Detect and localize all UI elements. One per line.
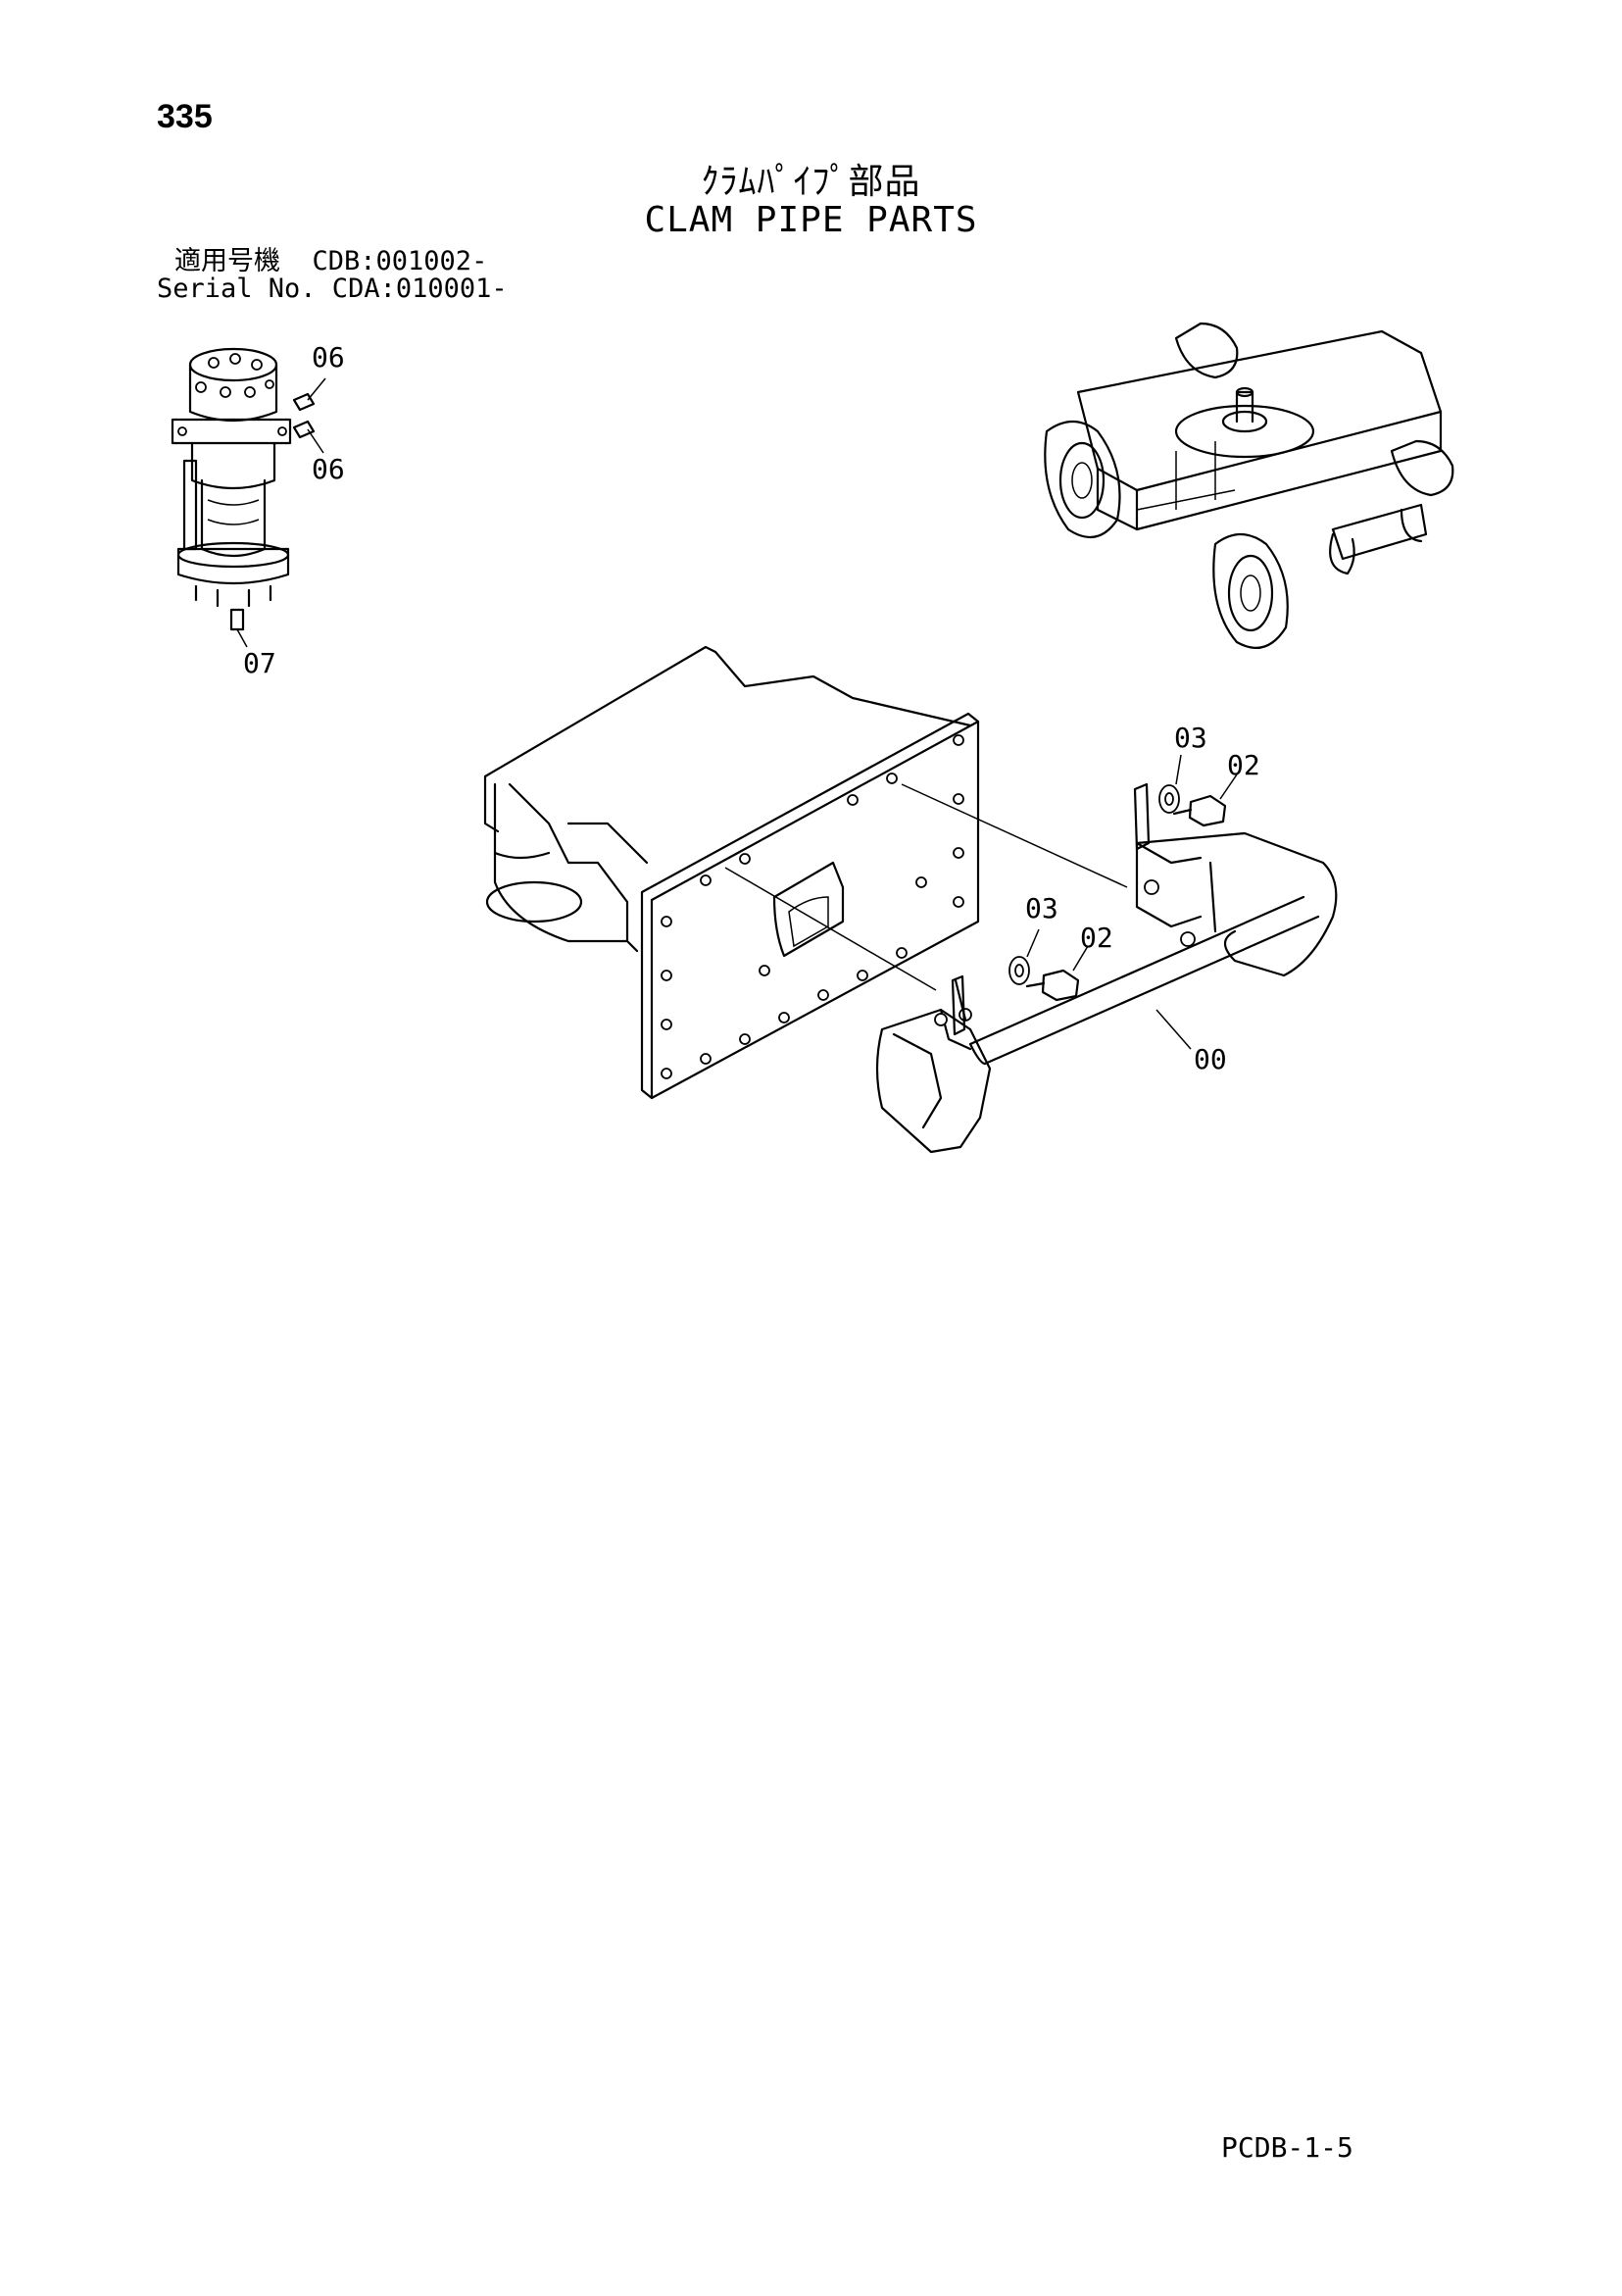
callout-02-lower: 02 bbox=[1080, 922, 1113, 954]
callout-00: 00 bbox=[1194, 1043, 1227, 1075]
main-frame-drawing bbox=[483, 645, 980, 1100]
page-number: 335 bbox=[157, 98, 213, 135]
clam-pipe-drawing bbox=[724, 754, 1338, 1154]
undercarriage-overview-drawing bbox=[1044, 322, 1454, 649]
callout-02-upper: 02 bbox=[1227, 749, 1260, 781]
callout-03-lower: 03 bbox=[1025, 892, 1058, 924]
callout-06-lower: 06 bbox=[312, 453, 345, 485]
callout-06-upper: 06 bbox=[312, 341, 345, 374]
applicable-serial-line: 適用号機 CDB:001002- bbox=[174, 246, 488, 276]
swivel-joint-drawing bbox=[171, 347, 326, 648]
page-title-japanese: ｸﾗﾑﾊﾟｲﾌﾟ部品 bbox=[701, 162, 921, 202]
serial-number-line: Serial No. CDA:010001- bbox=[157, 274, 508, 304]
callout-07: 07 bbox=[243, 647, 276, 679]
footer-code: PCDB-1-5 bbox=[1221, 2131, 1353, 2164]
page-title-english: CLAM PIPE PARTS bbox=[644, 200, 978, 240]
callout-03-upper: 03 bbox=[1174, 722, 1207, 754]
